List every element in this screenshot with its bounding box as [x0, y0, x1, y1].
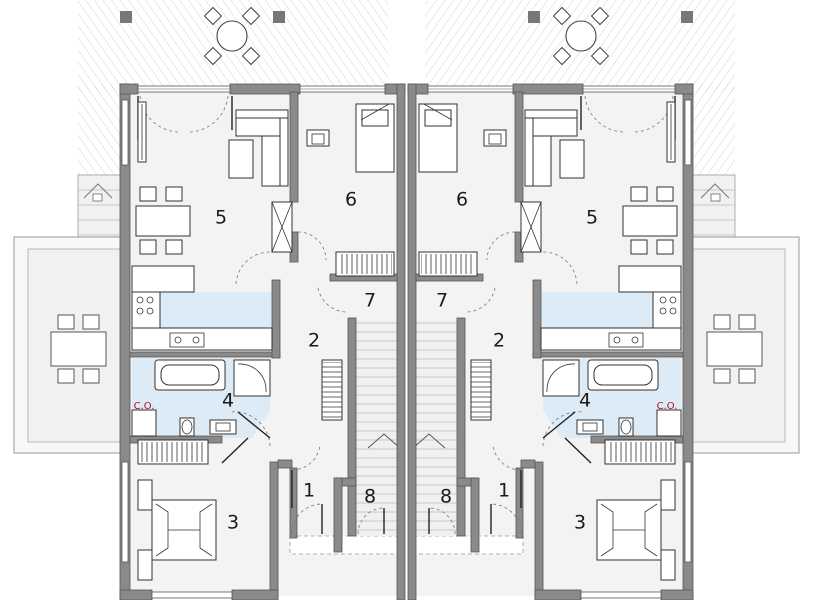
room-label-bathroom-right: 4	[579, 390, 591, 412]
room-label-bathroom-left: 4	[222, 390, 234, 412]
room-label-living-right: 5	[586, 207, 598, 229]
room-label-entrance-left: 1	[303, 480, 315, 502]
room-label-hall-left: 2	[308, 330, 320, 352]
room-label-storage-right: 8	[440, 486, 452, 508]
room-label-stair-hall-left: 7	[364, 290, 376, 312]
room-label-entrance-right: 1	[498, 480, 510, 502]
boiler-tag-left: C.O.	[134, 401, 155, 412]
room-label-stair-hall-right: 7	[436, 290, 448, 312]
boiler-tag-right: C.O.	[657, 401, 678, 412]
room-label-bedroom6-right: 6	[456, 189, 468, 211]
room-label-bedroom3-left: 3	[227, 512, 239, 534]
room-label-hall-right: 2	[493, 330, 505, 352]
room-label-bedroom6-left: 6	[345, 189, 357, 211]
room-label-storage-left: 8	[364, 486, 376, 508]
room-label-bedroom3-right: 3	[574, 512, 586, 534]
room-label-living-left: 5	[215, 207, 227, 229]
right-unit-plan	[407, 0, 800, 600]
left-unit-plan	[13, 0, 406, 600]
